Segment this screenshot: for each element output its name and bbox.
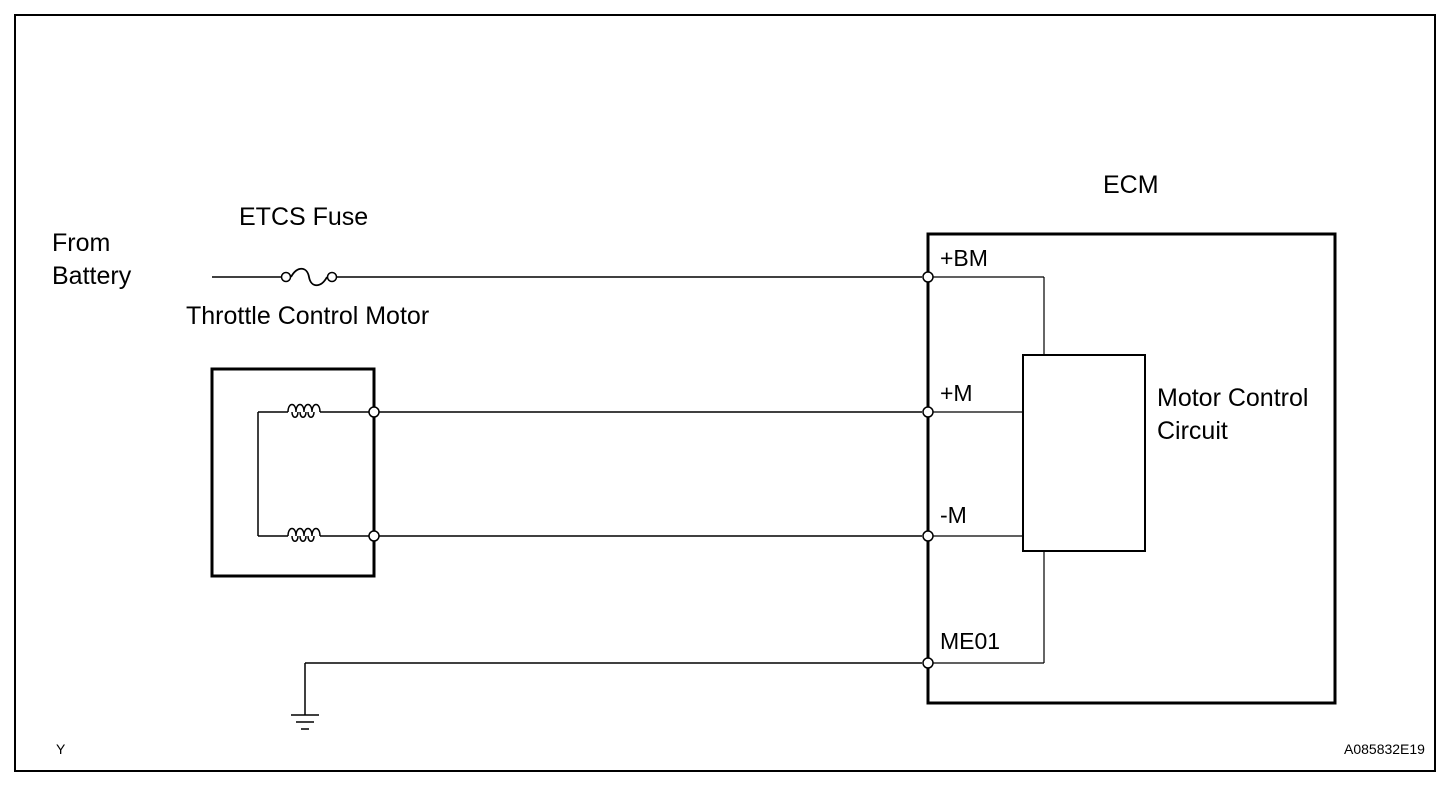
from-battery-label-line1: From <box>52 229 111 257</box>
pin-label-bm: +BM <box>940 245 988 271</box>
ecm-box <box>926 232 1337 705</box>
fuse-terminal-left <box>280 271 292 283</box>
motor-terminal-top <box>368 406 380 418</box>
etcs-fuse-label: ETCS Fuse <box>239 203 369 231</box>
ecm-terminal-plus-m <box>922 406 934 418</box>
motor-control-circuit-label-line2: Circuit <box>1157 417 1228 445</box>
throttle-motor-label: Throttle Control Motor <box>186 302 430 330</box>
from-battery-label-line2: Battery <box>52 262 132 290</box>
fuse-terminal-right <box>326 271 338 283</box>
ground-icon <box>291 714 319 730</box>
corner-mark-label: Y <box>56 741 66 757</box>
motor-control-circuit-box <box>1022 354 1146 552</box>
motor-control-circuit-label-line1: Motor Control <box>1157 384 1309 412</box>
pin-label-plus-m: +M <box>940 380 973 406</box>
throttle-motor-box <box>210 367 376 578</box>
outer-frame <box>14 14 1436 772</box>
ecm-terminal-minus-m <box>922 530 934 542</box>
motor-terminal-bottom <box>368 530 380 542</box>
pin-label-me01: ME01 <box>940 628 1001 654</box>
ecm-terminal-me01 <box>922 657 934 669</box>
fuse-icon <box>290 267 328 287</box>
figure-code-label: A085832E19 <box>1344 741 1425 757</box>
coil-icon-bottom <box>287 527 321 542</box>
ecm-label: ECM <box>1103 171 1159 199</box>
pin-label-minus-m: -M <box>940 502 967 528</box>
ecm-terminal-bm <box>922 271 934 283</box>
coil-icon-top <box>287 403 321 418</box>
